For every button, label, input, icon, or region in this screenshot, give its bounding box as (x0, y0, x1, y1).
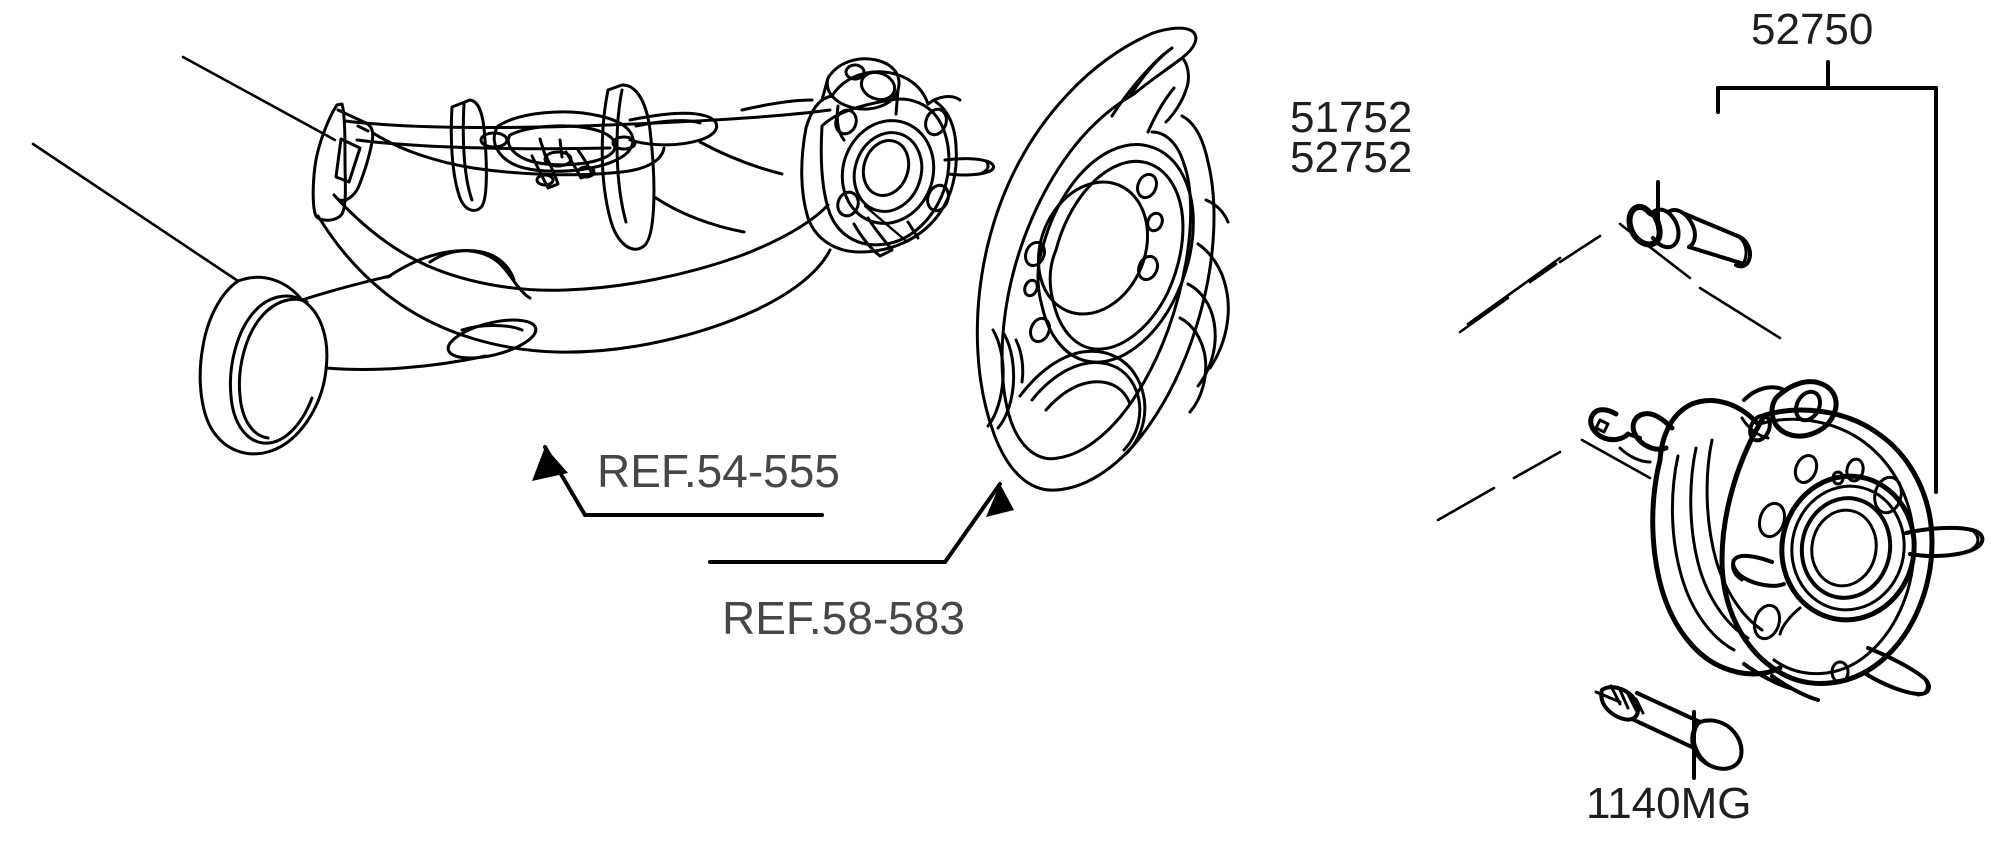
wheel-hub-bearing-drawing (1588, 379, 1985, 702)
hub-bolt-lower-drawing (1594, 684, 1744, 771)
part-number-52750: 52750 (1751, 5, 1874, 54)
rear-axle-carrier-knuckle (800, 57, 995, 258)
label-leader-lines (532, 60, 1938, 780)
assembly-centerlines (1436, 222, 1782, 522)
part-number-1140mg: 1140MG (1586, 779, 1752, 828)
brake-backing-plate-drawing (975, 26, 1230, 492)
part-number-52752: 52752 (1290, 133, 1413, 182)
reference-label-torsion-beam-axle: REF.54-555 (597, 445, 840, 497)
torsion-beam-axle-drawing (31, 55, 832, 456)
hub-bolt-upper-drawing (1626, 203, 1752, 269)
reference-label-brake-backing-plate: REF.58-583 (722, 592, 965, 644)
part-number-51752: 51752 (1290, 93, 1413, 142)
